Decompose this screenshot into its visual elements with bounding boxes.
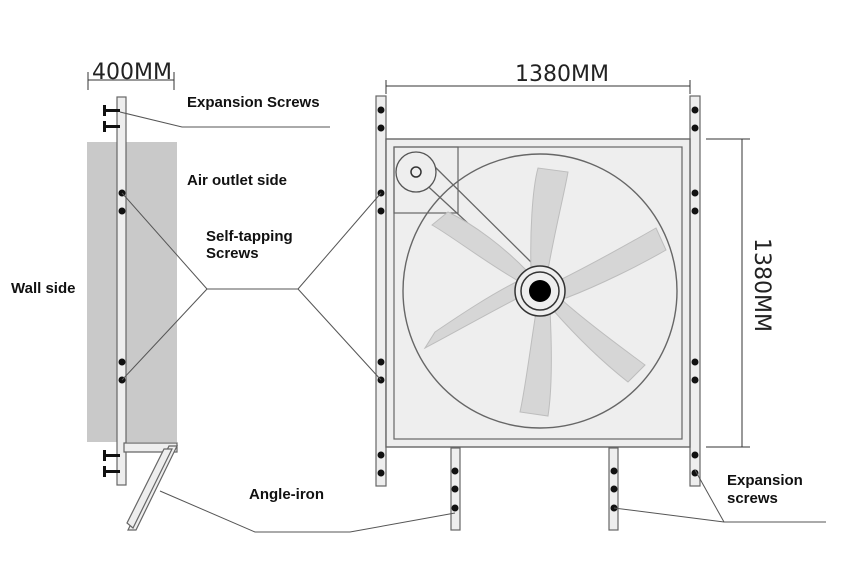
motor-housing bbox=[393, 146, 459, 214]
width-dimension-line bbox=[385, 80, 691, 94]
side-view bbox=[87, 72, 178, 531]
front-view bbox=[375, 80, 750, 531]
leader-expansion-bottom-2 bbox=[613, 507, 725, 523]
side-dimension-line bbox=[87, 72, 175, 90]
expansion-screw-icon bbox=[103, 105, 120, 132]
angle-iron-label: Angle-iron bbox=[249, 486, 324, 503]
expansion-screw-icon bbox=[103, 450, 120, 477]
height-dimension-line bbox=[706, 138, 750, 448]
leader-angle-iron bbox=[159, 490, 456, 533]
fan-blades bbox=[423, 167, 667, 417]
fan-shroud bbox=[402, 153, 678, 429]
right-post bbox=[689, 95, 701, 487]
left-post bbox=[375, 95, 387, 487]
side-vertical-bar bbox=[116, 96, 127, 486]
expansion-screws-top-label: Expansion Screws bbox=[187, 94, 320, 111]
air-outlet-side-label: Air outlet side bbox=[187, 172, 287, 189]
leader-lines bbox=[119, 111, 826, 533]
text-labels: 400MM 1380MM 1380MM Expansion Screws Air… bbox=[11, 60, 803, 507]
self-tapping-label-line1: Self-tapping bbox=[206, 228, 293, 245]
wall bbox=[87, 142, 177, 442]
leader-expansion-top bbox=[119, 111, 330, 128]
leader-self-tap-4 bbox=[297, 192, 382, 290]
side-depth-label: 400MM bbox=[92, 60, 172, 85]
self-tapping-label-line2: Screws bbox=[206, 245, 259, 262]
fan-hub bbox=[514, 265, 566, 317]
wall-side-label: Wall side bbox=[11, 280, 75, 297]
leader-self-tap-1 bbox=[121, 192, 208, 290]
front-width-label: 1380MM bbox=[515, 62, 609, 87]
leader-expansion-bottom-1 bbox=[694, 469, 725, 523]
leader-self-tap-5 bbox=[297, 288, 382, 381]
motor-pulley bbox=[395, 151, 437, 193]
fan-frame-inner bbox=[393, 146, 683, 440]
expansion-screws-bottom-label-line2: screws bbox=[727, 490, 778, 507]
leader-self-tap-2 bbox=[121, 288, 208, 381]
front-height-label: 1380MM bbox=[749, 238, 774, 332]
expansion-screws-bottom-label-line1: Expansion bbox=[727, 472, 803, 489]
angle-iron-bracket bbox=[123, 442, 178, 531]
